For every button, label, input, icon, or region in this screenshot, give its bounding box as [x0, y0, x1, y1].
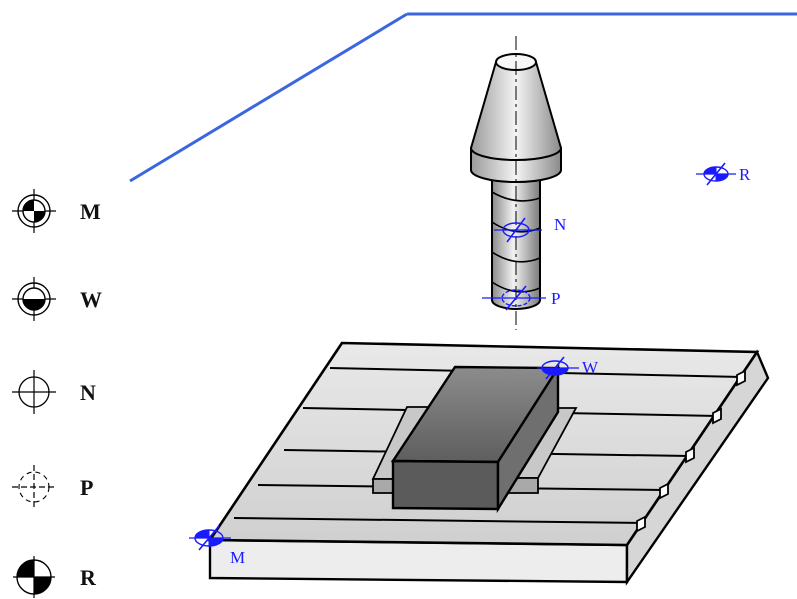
legend-label-r: R [80, 565, 97, 590]
legend-item-p: P [12, 465, 93, 509]
legend-label-m: M [80, 199, 101, 224]
legend-item-m: M [12, 189, 101, 233]
marker-r [696, 162, 736, 186]
legend-label-p: P [80, 475, 93, 500]
workpiece-side [496, 363, 560, 514]
marker-n [494, 217, 542, 243]
legend-label-w: W [80, 287, 102, 312]
table-slot-notches [636, 369, 746, 533]
point-label-p: P [551, 289, 560, 308]
workpiece [390, 363, 561, 514]
point-labels: R N P W M [230, 165, 751, 567]
marker-w [537, 356, 579, 380]
point-label-m: M [230, 548, 245, 567]
legend-label-n: N [80, 380, 96, 405]
legend-item-n: N [12, 370, 96, 414]
workpiece-zero-symbol [12, 277, 56, 321]
tool-tip-symbol [12, 465, 56, 509]
legend-item-r: R [13, 556, 97, 598]
tool-reference-symbol [12, 370, 56, 414]
point-label-n: N [554, 215, 566, 234]
table-front-face [208, 538, 629, 584]
legend: M W N [12, 189, 102, 598]
marker-m [189, 525, 231, 551]
spindle-tool [469, 36, 563, 330]
accent-lines [129, 12, 797, 183]
point-label-r: R [739, 165, 751, 184]
machine-table [207, 341, 770, 586]
marker-p [482, 285, 546, 311]
point-markers [189, 162, 736, 551]
workpiece-front [391, 459, 500, 511]
point-label-w: W [582, 358, 599, 377]
machine-zero-symbol [12, 189, 56, 233]
reference-point-symbol [13, 556, 55, 598]
legend-item-w: W [12, 277, 102, 321]
